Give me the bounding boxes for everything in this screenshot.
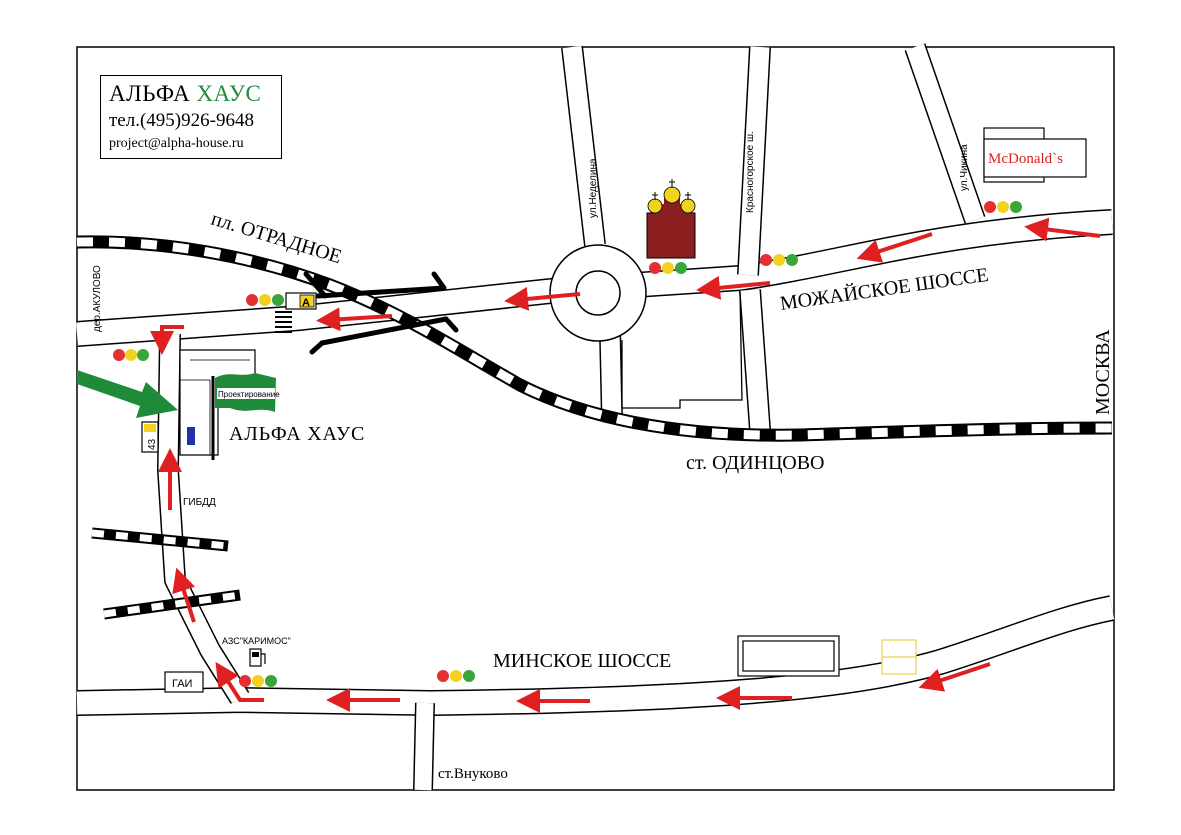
company-name-part2: ХАУС (196, 81, 262, 106)
traffic-light-icon (984, 201, 1022, 213)
pedestrian-crossing (275, 311, 292, 333)
contact-card: АЛЬФА ХАУС тел.(495)926-9648 project@alp… (100, 75, 282, 159)
vnukovo-road (414, 702, 434, 791)
akulovo-label: дер.АКУЛОВО (92, 265, 103, 332)
mcdonalds-sign (983, 138, 1087, 178)
minskoe-label: МИНСКОЕ ШОССЕ (493, 650, 671, 672)
krasnogorskoe-label: Красногорское ш. (745, 131, 756, 213)
company-name-part1: АЛЬФА (109, 81, 191, 106)
bus-stop-label: А (302, 297, 310, 309)
traffic-light-icon (437, 670, 475, 682)
chikina-label: ул.Чикина (959, 144, 970, 191)
nedelina-road (562, 45, 605, 247)
church-icon (646, 179, 696, 259)
company-phone: тел.(495)926-9648 (109, 110, 254, 131)
direction-arrows (150, 217, 1101, 713)
moskva-label: МОСКВА (1092, 329, 1114, 415)
alpha-house-building: Проектирование (179, 349, 280, 460)
bus-43-label: 43 (147, 438, 158, 450)
gai-post (164, 671, 204, 693)
traffic-light-icon (760, 254, 798, 266)
krasnogorskoe-road (738, 46, 770, 276)
overpass (303, 271, 459, 355)
gai-label: ГАИ (172, 678, 192, 690)
traffic-light-icon (239, 675, 277, 687)
traffic-lights (113, 201, 1022, 687)
railways (76, 235, 1113, 620)
odintsovo-label: ст. ОДИНЦОВО (686, 452, 825, 474)
chikina-road (906, 43, 984, 224)
company-email: project@alpha-house.ru (109, 136, 244, 151)
company-name: АЛЬФА ХАУС (109, 80, 273, 108)
destination-pointer-icon (77, 370, 178, 418)
traffic-light-icon (246, 294, 284, 306)
roundabout (549, 244, 647, 342)
gibdd-label: ГИБДД (183, 497, 216, 508)
gas-pump-icon (249, 648, 266, 667)
alpha-house-label: АЛЬФА ХАУС (229, 423, 365, 445)
flag-label: Проектирование (218, 390, 280, 399)
nedelina-label: ул.Неделина (588, 158, 599, 218)
vnukovo-label: ст.Внуково (438, 766, 508, 782)
main-railway-dashes (76, 237, 1113, 440)
traffic-light-icon (113, 349, 149, 361)
azs-label: АЗС"КАРИМОС" (222, 636, 291, 646)
traffic-light-icon (649, 262, 687, 274)
mcdonalds-label: McDonald`s (988, 151, 1063, 167)
